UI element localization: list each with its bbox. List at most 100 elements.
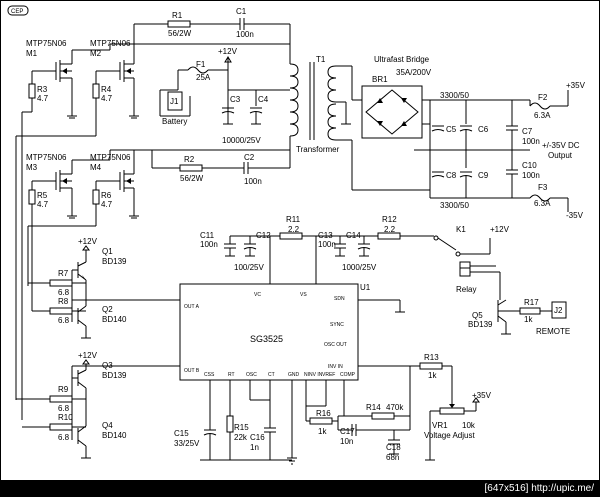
mosfet-m3: MTP75N06 M3 <box>26 153 73 216</box>
bridge-br1: Ultrafast Bridge 35A/200V BR1 <box>361 55 432 139</box>
resistor-r3: R3 4.7 <box>28 70 49 112</box>
capacitor-c1: C1 100n <box>236 7 254 39</box>
pin-out-a: OUT A <box>184 304 200 310</box>
t1-label: Transformer <box>296 145 340 154</box>
rail-p12-q1: +12V <box>78 237 98 246</box>
f2-name: F2 <box>538 93 548 102</box>
j1-label: Battery <box>162 117 187 126</box>
capacitor-c6: C6 <box>459 100 489 168</box>
resistor-r7: R7 6.8 <box>49 269 73 297</box>
r8-name: R8 <box>58 297 69 306</box>
r9-name: R9 <box>58 385 69 394</box>
r15-value: 22k <box>234 433 248 442</box>
capacitor-c15: C15 33/25V <box>174 429 217 448</box>
pin-vc: VC <box>254 292 261 298</box>
c2-name: C2 <box>244 153 255 162</box>
r1-name: R1 <box>172 11 183 20</box>
r2-value: 56/2W <box>180 174 204 183</box>
rail-m35-out: -35V <box>566 211 584 220</box>
r13-name: R13 <box>424 353 439 362</box>
c10-name: C10 <box>522 161 537 170</box>
capacitor-c2: C2 100n <box>243 153 262 186</box>
r5-value: 4.7 <box>37 200 49 209</box>
r4-name: R4 <box>101 85 112 94</box>
r17-value: 1k <box>524 315 533 324</box>
vr1-name: VR1 <box>432 421 448 430</box>
q1-name: Q1 <box>102 247 113 256</box>
pin-vs: VS <box>300 292 307 298</box>
m4-type: MTP75N06 <box>90 153 131 162</box>
resistor-r2: R2 56/2W <box>179 155 204 183</box>
c12-name: C12 <box>256 231 271 240</box>
corner-logo <box>7 5 29 16</box>
pin-osc-out: OSC OUT <box>324 342 347 348</box>
c18-name: C18 <box>386 443 401 452</box>
mosfet-m1: MTP75N06 M1 <box>26 39 73 100</box>
relay-k1: K1 +12V Relay <box>433 225 510 300</box>
q2-name: Q2 <box>102 305 113 314</box>
rail-p12-q3: +12V <box>78 351 98 360</box>
mosfet-m2: MTP75N06 M2 <box>90 39 135 116</box>
rail-p35-vr: +35V <box>472 391 492 400</box>
r4-value: 4.7 <box>101 94 113 103</box>
f3-name: F3 <box>538 183 548 192</box>
pin-sdn: SDN <box>334 296 345 302</box>
transformer-t1: T1 Transformer <box>289 55 340 154</box>
capacitor-c3: C3 <box>221 95 241 114</box>
c16-name: C16 <box>250 433 265 442</box>
q4-type: BD140 <box>102 431 127 440</box>
vr1-label: Voltage Adjust <box>424 431 475 440</box>
br1-rating: 35A/200V <box>396 68 432 77</box>
k1-name: K1 <box>456 225 466 234</box>
output-label-line1: +/-35V DC <box>542 141 580 150</box>
c6-name: C6 <box>478 125 489 134</box>
c11-value: 100n <box>200 240 218 249</box>
c17-value: 10n <box>340 437 353 446</box>
capacitor-c16: C16 1n <box>250 427 276 452</box>
f1-name: F1 <box>196 60 206 69</box>
pin-vref: VREF <box>322 372 335 378</box>
pin-sync: SYNC <box>330 322 344 328</box>
r11-value: 2.2 <box>288 225 300 234</box>
m4-name: M4 <box>90 163 102 172</box>
rail-p35-out: +35V <box>566 81 586 90</box>
pin-ninv-in: NINV IN <box>304 372 323 378</box>
transistor-q3: Q3 BD139 <box>77 361 127 389</box>
output-label-line2: Output <box>548 151 573 160</box>
r1-value: 56/2W <box>168 29 192 38</box>
r5-name: R5 <box>37 191 48 200</box>
c14-value: 1000/25V <box>342 263 377 272</box>
pin-ct: CT <box>268 372 275 378</box>
u1-name: U1 <box>360 283 371 292</box>
pin-osc: OSC <box>246 372 257 378</box>
r14-value: 470k <box>386 403 404 412</box>
capacitor-c5: C5 <box>431 125 457 134</box>
capacitor-c9: C9 <box>459 171 489 198</box>
q5-type: BD139 <box>468 320 493 329</box>
c17-name: C17 <box>340 427 355 436</box>
u1-type: SG3525 <box>250 334 283 344</box>
c4-name: C4 <box>258 95 269 104</box>
c3-c4-value: 10000/25V <box>222 136 261 145</box>
transistor-q4: Q4 BD140 <box>77 421 127 447</box>
r10-value: 6.8 <box>58 433 70 442</box>
m1-type: MTP75N06 <box>26 39 67 48</box>
r16-name: R16 <box>316 409 331 418</box>
rail-p12-relay: +12V <box>490 225 510 234</box>
resistor-r13: R13 1k <box>419 353 443 380</box>
m1-name: M1 <box>26 49 38 58</box>
r2-name: R2 <box>184 155 195 164</box>
resistor-r14: R14 470k <box>366 403 404 420</box>
j1-name: J1 <box>170 97 179 106</box>
cap-top-value: 3300/50 <box>440 91 469 100</box>
q1-type: BD139 <box>102 257 127 266</box>
c1-value: 100n <box>236 30 254 39</box>
rail-p12-top: +12V <box>218 47 238 56</box>
r12-value: 2.2 <box>384 225 396 234</box>
capacitor-c10: C10 100n <box>506 150 540 198</box>
c12-value: 100/25V <box>234 263 264 272</box>
c5-name: C5 <box>446 125 457 134</box>
resistor-r4: R4 4.7 <box>92 70 113 112</box>
c7-value: 100n <box>522 137 540 146</box>
j2-label: REMOTE <box>536 327 570 336</box>
